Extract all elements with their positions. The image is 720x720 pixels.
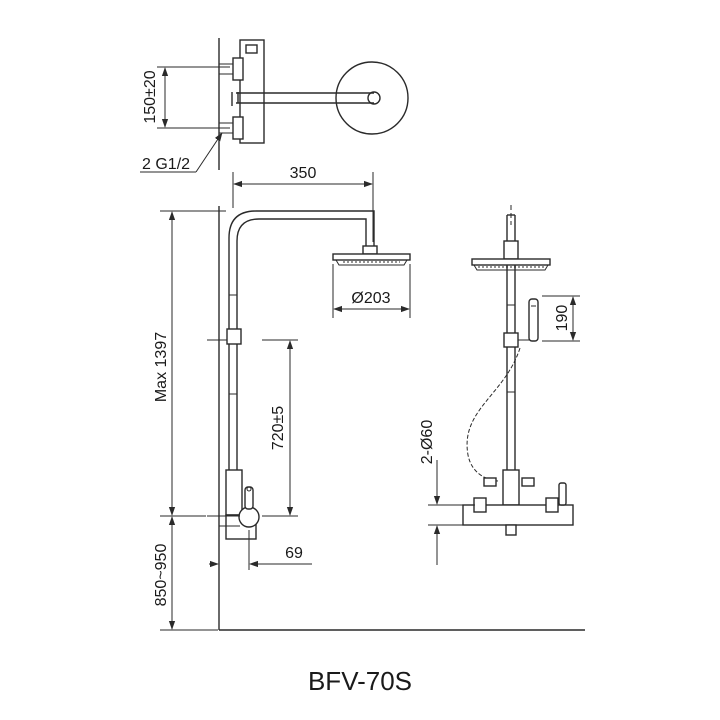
head-diameter-label: Ø203 (351, 290, 390, 307)
handshower (528, 298, 539, 342)
hose (466, 347, 521, 482)
escutcheon-label: 2-Ø60 (419, 420, 436, 465)
inlet-spacing-label: 150±20 (142, 70, 159, 123)
slide-bracket (226, 328, 242, 345)
valve-knob (238, 506, 260, 528)
mount-height-label: 850~950 (153, 544, 170, 607)
head-top-view (335, 61, 409, 135)
slide-distance-label: 720±5 (270, 406, 287, 450)
arm-reach-label: 350 (290, 165, 317, 182)
side-view: 350 Ø203 Max 1397 720±5 69 850~950 (153, 165, 585, 631)
shower-head-side (332, 253, 411, 261)
model-title: BFV-70S (308, 666, 412, 696)
handshower-height-label: 190 (554, 305, 571, 332)
top-view: 150±20 2 G1/2 (140, 38, 409, 173)
shower-head-front (471, 258, 551, 266)
wall-offset-label: 69 (285, 545, 303, 562)
inlet-thread-label: 2 G1/2 (142, 156, 190, 173)
max-height-label: Max 1397 (153, 332, 170, 402)
valve-handle (244, 486, 254, 510)
front-view: 190 2-Ø60 (419, 205, 580, 565)
